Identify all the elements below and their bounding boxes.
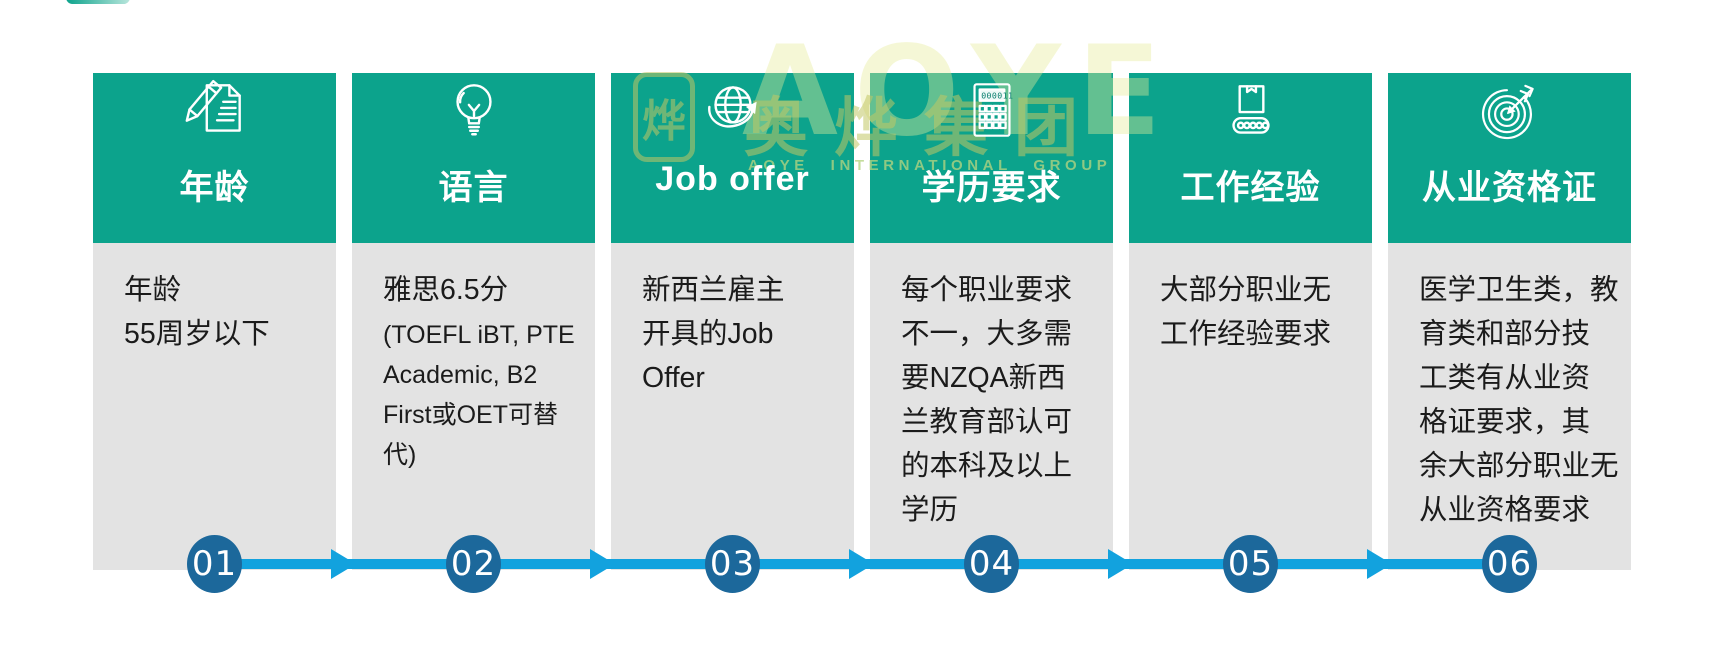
calculator-display: 000011 bbox=[981, 90, 1013, 100]
step-column-certification: 从业资格证 医学卫生类，教 育类和部分技 工类有从业资 格证要求，其 余大部分职… bbox=[1388, 43, 1631, 570]
calculator-icon: 000011 bbox=[955, 73, 1013, 147]
column-title: Job offer bbox=[655, 160, 810, 198]
step-column-job-offer: Job offer 新西兰雇主 开具的Job Offer bbox=[611, 43, 854, 570]
pencil-document-icon bbox=[178, 73, 252, 147]
column-header: Job offer bbox=[611, 73, 854, 273]
column-title: 从业资格证 bbox=[1422, 169, 1597, 207]
column-header: 工作经验 bbox=[1129, 73, 1372, 273]
column-header: 000011 学历要求 bbox=[870, 73, 1113, 273]
step-column-language: 语言 雅思6.5分 (TOEFL iBT, PTE Academic, B2 F… bbox=[352, 43, 595, 570]
column-body: 年龄 55周岁以下 bbox=[93, 243, 336, 570]
column-body: 医学卫生类，教 育类和部分技 工类有从业资 格证要求，其 余大部分职业无 从业资… bbox=[1388, 243, 1631, 570]
column-title: 工作经验 bbox=[1180, 169, 1321, 207]
column-body: 新西兰雇主 开具的Job Offer bbox=[611, 243, 854, 570]
column-body-text: 新西兰雇主 开具的Job Offer bbox=[642, 274, 785, 394]
column-header: 从业资格证 bbox=[1388, 73, 1631, 273]
column-body: 每个职业要求 不一，大多需 要NZQA新西 兰教育部认可 的本科及以上 学历 bbox=[870, 243, 1113, 570]
step-column-age: 年龄 年龄 55周岁以下 bbox=[93, 43, 336, 570]
globe-arrow-icon bbox=[696, 73, 757, 147]
step-column-education: 000011 学历要求 每个职业要求 不一，大多需 要NZQA新西 兰教育部认可… bbox=[870, 43, 1113, 570]
column-title: 年龄 bbox=[179, 169, 250, 207]
column-body-text: 大部分职业无 工作经验要求 bbox=[1160, 274, 1332, 350]
conveyor-box-icon bbox=[1214, 73, 1288, 147]
column-title: 学历要求 bbox=[921, 169, 1062, 207]
calculator-keys bbox=[979, 106, 1005, 128]
step-column-work-experience: 工作经验 大部分职业无 工作经验要求 bbox=[1129, 43, 1372, 570]
target-dart-icon bbox=[1473, 73, 1547, 147]
column-title: 语言 bbox=[438, 169, 509, 207]
column-body-text: 每个职业要求 不一，大多需 要NZQA新西 兰教育部认可 的本科及以上 学历 bbox=[901, 274, 1073, 526]
column-body: 雅思6.5分 (TOEFL iBT, PTE Academic, B2 Firs… bbox=[352, 243, 595, 570]
column-body-text: 雅思6.5分 bbox=[383, 274, 509, 306]
column-header: 年龄 bbox=[93, 73, 336, 273]
column-body: 大部分职业无 工作经验要求 bbox=[1129, 243, 1372, 570]
column-body-note: (TOEFL iBT, PTE Academic, B2 First或OET可替… bbox=[383, 321, 575, 469]
column-body-text: 年龄 55周岁以下 bbox=[124, 274, 270, 350]
column-body-text: 医学卫生类，教 育类和部分技 工类有从业资 格证要求，其 余大部分职业无 从业资… bbox=[1419, 274, 1619, 526]
column-header: 语言 bbox=[352, 73, 595, 273]
lightbulb-icon bbox=[437, 73, 511, 147]
top-left-decoration bbox=[66, 0, 130, 4]
